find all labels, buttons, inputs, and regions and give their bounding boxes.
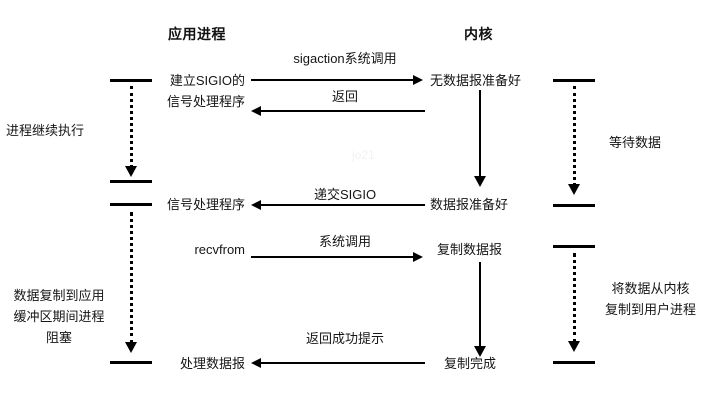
kernel-lifeline-arrowhead-copy: [568, 341, 580, 352]
kernel-lifeline-arrowhead-wait: [568, 184, 580, 195]
message-shaft-syscall: [251, 256, 415, 258]
message-shaft-sigaction-syscall: [251, 79, 415, 81]
annotation-blocked-during-copy: 数据复制到应用 缓冲区期间进程 阻塞: [0, 285, 118, 348]
message-arrowhead-sigaction-syscall: [413, 75, 423, 85]
message-shaft-deliver-sigio: [261, 204, 425, 206]
message-arrowhead-return-success: [251, 358, 261, 368]
app-step-process-datagram: 处理数据报: [179, 356, 245, 371]
app-lifeline-arrowhead-2: [125, 342, 137, 353]
annotation-blocked-line-3: 阻塞: [45, 330, 72, 345]
kernel-lifeline-dotted-wait: [573, 86, 576, 186]
annotation-copy-line-1: 将数据从内核: [611, 281, 690, 296]
app-step-recvfrom: recvfrom: [194, 242, 245, 257]
app-lifeline-arrowhead-1: [125, 166, 137, 177]
kernel-lifeline-cap-bottom: [553, 361, 595, 364]
message-shaft-return: [261, 110, 425, 112]
kernel-arrow-shaft-wait: [479, 90, 481, 178]
app-lifeline-cap-bottom: [110, 361, 152, 364]
app-lifeline-dotted-1: [130, 86, 133, 168]
annotation-blocked-line-2: 缓冲区期间进程: [13, 309, 105, 324]
annotation-copy-line-2: 复制到用户进程: [604, 302, 696, 317]
message-label-return: 返回: [331, 89, 358, 104]
kernel-lifeline-dotted-copy: [573, 253, 576, 343]
annotation-waiting-for-data: 等待数据: [609, 135, 662, 150]
message-shaft-return-success: [261, 362, 425, 364]
kernel-step-copy-datagram: 复制数据报: [437, 242, 503, 257]
app-step-setup-handler: 建立SIGIO的 信号处理程序: [135, 70, 245, 112]
message-label-sigaction-syscall: sigaction系统调用: [293, 51, 397, 66]
message-label-deliver-sigio: 递交SIGIO: [313, 187, 377, 202]
kernel-arrow-shaft-copy: [479, 262, 481, 348]
annotation-copy-kernel-to-user: 将数据从内核 复制到用户进程: [598, 278, 703, 320]
app-lifeline-dotted-2: [130, 212, 133, 344]
watermark: jo21: [352, 148, 375, 162]
annotation-process-continues: 进程继续执行: [6, 123, 85, 138]
app-step-setup-handler-line-1: 建立SIGIO的: [169, 73, 245, 88]
app-lifeline-cap-top: [110, 79, 152, 82]
column-title-kernel: 内核: [464, 26, 493, 42]
kernel-lifeline-cap-mid1: [553, 204, 595, 207]
app-step-signal-handler: 信号处理程序: [166, 197, 245, 212]
app-step-setup-handler-line-2: 信号处理程序: [166, 94, 245, 109]
message-arrowhead-return: [251, 106, 261, 116]
message-arrowhead-deliver-sigio: [251, 200, 261, 210]
kernel-step-copy-complete: 复制完成: [444, 356, 497, 371]
kernel-step-no-datagram-ready: 无数据报准备好: [430, 73, 522, 88]
kernel-arrow-head-copy: [474, 346, 486, 357]
message-label-syscall: 系统调用: [318, 234, 371, 249]
message-label-return-success: 返回成功提示: [305, 331, 384, 346]
kernel-lifeline-cap-mid2: [553, 245, 595, 248]
kernel-step-datagram-ready: 数据报准备好: [430, 197, 509, 212]
column-title-application-process: 应用进程: [168, 26, 226, 42]
kernel-arrow-head-wait: [474, 176, 486, 187]
app-lifeline-cap-mid2: [110, 203, 152, 206]
kernel-lifeline-cap-top: [553, 79, 595, 82]
app-lifeline-cap-mid1: [110, 180, 152, 183]
message-arrowhead-syscall: [413, 252, 423, 262]
annotation-blocked-line-1: 数据复制到应用: [13, 288, 105, 303]
